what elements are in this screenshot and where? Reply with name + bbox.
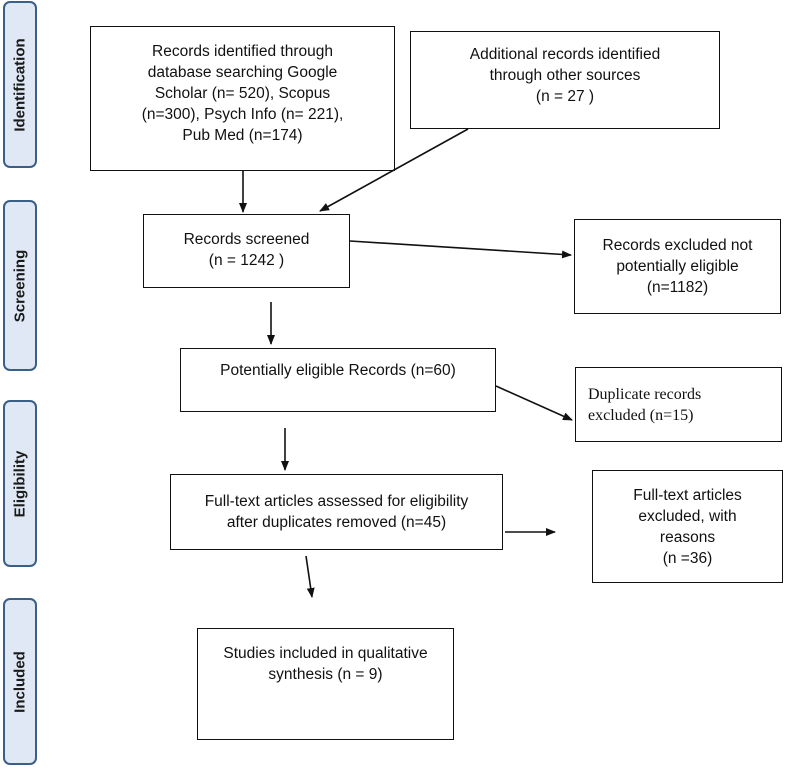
fulltext-assessed-box: Full-text articles assessed for eligibil… [170,474,503,550]
other-sources-text: Additional records identified through ot… [469,46,661,105]
phase-eligibility: Eligibility [3,400,37,567]
fulltext-assessed-text: Full-text articles assessed for eligibil… [204,493,469,531]
arrow-potential-to-duplicates [495,385,573,421]
potentially-eligible-text: Potentially eligible Records (n=60) [220,362,456,379]
database-records-text: Records identified through database sear… [141,43,344,144]
excluded-not-eligible-text: Records excluded not potentially eligibl… [602,237,753,296]
arrow-other-to-screened [319,128,469,212]
database-records-box: Records identified through database sear… [90,26,395,171]
fulltext-excluded-text: Full-text articles excluded, with reason… [633,486,742,567]
other-sources-box: Additional records identified through ot… [410,31,720,129]
records-screened-box: Records screened (n = 1242 ) [143,214,350,288]
duplicates-excluded-box: Duplicate records excluded (n=15) [575,367,782,442]
potentially-eligible-box: Potentially eligible Records (n=60) [180,348,496,412]
phase-screening: Screening [3,200,37,371]
arrow-fulltext-to-included [305,555,315,598]
phase-identification: Identification [3,1,37,168]
fulltext-excluded-box: Full-text articles excluded, with reason… [592,470,783,583]
arrow-screened-to-excluded [349,240,572,259]
phase-included: Included [3,598,37,765]
studies-included-box: Studies included in qualitative synthesi… [197,628,454,740]
duplicates-excluded-text: Duplicate records excluded (n=15) [588,385,702,424]
excluded-not-eligible-box: Records excluded not potentially eligibl… [574,219,781,314]
studies-included-text: Studies included in qualitative synthesi… [223,645,428,683]
records-screened-text: Records screened (n = 1242 ) [183,231,310,269]
